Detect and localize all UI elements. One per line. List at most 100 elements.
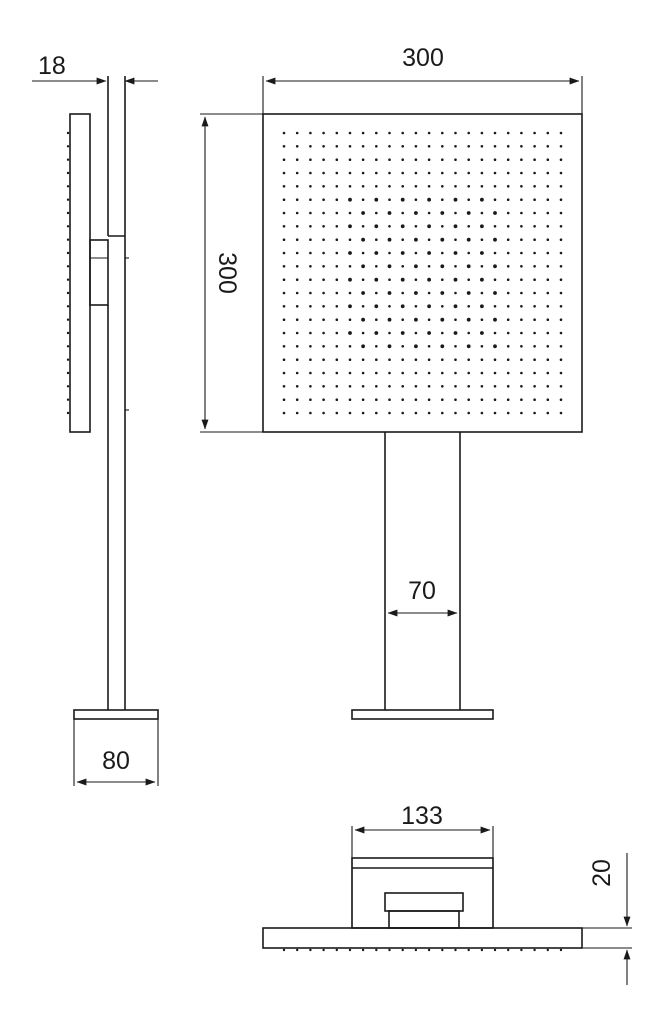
nozzle-dot	[454, 398, 457, 402]
nozzle-dot	[387, 344, 392, 349]
bottom-connector-cap	[384, 892, 464, 912]
nozzle-dot	[427, 238, 431, 241]
nozzle-dot	[348, 385, 352, 388]
nozzle-dot	[388, 158, 391, 161]
side-view: 18 80	[32, 52, 159, 786]
nozzle-dot	[282, 291, 286, 295]
nozzle-dot	[348, 185, 352, 188]
nozzle-dot	[282, 318, 286, 322]
nozzle-dot	[506, 225, 510, 228]
front-base-plate	[351, 709, 494, 720]
nozzle-dot	[414, 198, 418, 201]
nozzle-dot	[506, 345, 510, 348]
nozzle-dot	[295, 185, 299, 188]
nozzle-dot	[282, 371, 286, 375]
nozzle-dot	[309, 251, 312, 255]
nozzle-dot	[441, 171, 444, 175]
nozzle-dot	[480, 171, 484, 175]
nozzle-dot	[427, 211, 431, 215]
nozzle-dot	[282, 385, 286, 388]
nozzle-dot	[387, 317, 392, 322]
nozzle-dot	[493, 237, 497, 242]
nozzle-dot	[480, 265, 484, 268]
nozzle-dot	[348, 291, 352, 295]
nozzle-dot	[441, 385, 444, 388]
nozzle-dot	[546, 211, 550, 215]
nozzle-dot	[401, 398, 405, 402]
nozzle-dot	[427, 251, 431, 255]
nozzle-dot	[480, 185, 484, 188]
nozzle-dot	[374, 197, 379, 202]
nozzle-dot	[282, 251, 286, 255]
nozzle-dot	[546, 345, 550, 348]
nozzle-dot	[533, 211, 536, 215]
nozzle-dot	[480, 131, 484, 135]
nozzle-dot	[520, 251, 523, 255]
nozzle-dot	[335, 145, 339, 148]
nozzle-dot	[441, 158, 444, 161]
nozzle-dot	[454, 371, 457, 375]
nozzle-dot	[520, 171, 523, 175]
side-nozzle-dot	[66, 318, 70, 321]
nozzle-dot	[375, 131, 378, 135]
nozzle-dot	[506, 145, 510, 148]
side-nozzle-dot	[66, 398, 70, 401]
nozzle-dot	[295, 371, 299, 375]
nozzle-dot	[454, 291, 457, 295]
nozzle-dot	[546, 358, 550, 362]
nozzle-dot	[493, 411, 497, 415]
nozzle-dot	[546, 198, 550, 201]
nozzle-dot	[533, 278, 536, 282]
nozzle-dot	[520, 398, 523, 402]
nozzle-dot	[388, 171, 391, 175]
nozzle-dot	[467, 331, 471, 335]
nozzle-dot	[533, 305, 536, 308]
nozzle-dot	[467, 398, 471, 402]
nozzle-dot	[401, 211, 405, 215]
head-height-label: 300	[213, 252, 241, 294]
side-nozzle-dot	[66, 358, 70, 361]
head-thickness-label: 20	[588, 859, 616, 887]
bottom-nozzle-dot	[414, 948, 418, 952]
nozzle-dot	[427, 265, 431, 268]
nozzle-dot	[559, 145, 563, 148]
nozzle-dot	[559, 171, 563, 175]
side-nozzle-dot	[66, 211, 70, 215]
nozzle-dot	[546, 171, 550, 175]
nozzle-dot	[414, 251, 418, 255]
nozzle-dot	[414, 291, 418, 295]
nozzle-dot	[466, 264, 471, 269]
nozzle-dot	[309, 278, 312, 282]
nozzle-dot	[309, 211, 312, 215]
nozzle-dot	[559, 131, 563, 135]
nozzle-dot	[453, 277, 458, 282]
nozzle-dot	[546, 225, 550, 228]
nozzle-dot	[414, 278, 418, 282]
nozzle-dot	[401, 411, 405, 415]
nozzle-dot	[414, 331, 418, 335]
nozzle-dot	[533, 345, 536, 348]
nozzle-dot	[493, 398, 497, 402]
nozzle-dot	[348, 131, 352, 135]
nozzle-dot	[493, 171, 497, 175]
nozzle-dot	[335, 305, 339, 308]
nozzle-dot	[546, 131, 550, 135]
nozzle-dot	[401, 145, 405, 148]
nozzle-dot	[493, 317, 497, 322]
nozzle-dot	[322, 185, 325, 188]
nozzle-dot	[414, 305, 418, 308]
nozzle-dot	[559, 225, 563, 228]
nozzle-dot	[467, 185, 471, 188]
bottom-nozzle-dot	[296, 948, 299, 952]
nozzle-dot	[546, 385, 550, 388]
nozzle-dot	[546, 278, 550, 282]
nozzle-dot	[520, 145, 523, 148]
nozzle-dot	[427, 291, 431, 295]
nozzle-dot	[493, 385, 497, 388]
nozzle-dot	[466, 211, 471, 215]
nozzle-dot	[480, 145, 484, 148]
nozzle-dot	[309, 171, 312, 175]
nozzle-dot	[282, 358, 286, 362]
nozzle-dot	[295, 251, 299, 255]
nozzle-dot	[453, 304, 458, 309]
